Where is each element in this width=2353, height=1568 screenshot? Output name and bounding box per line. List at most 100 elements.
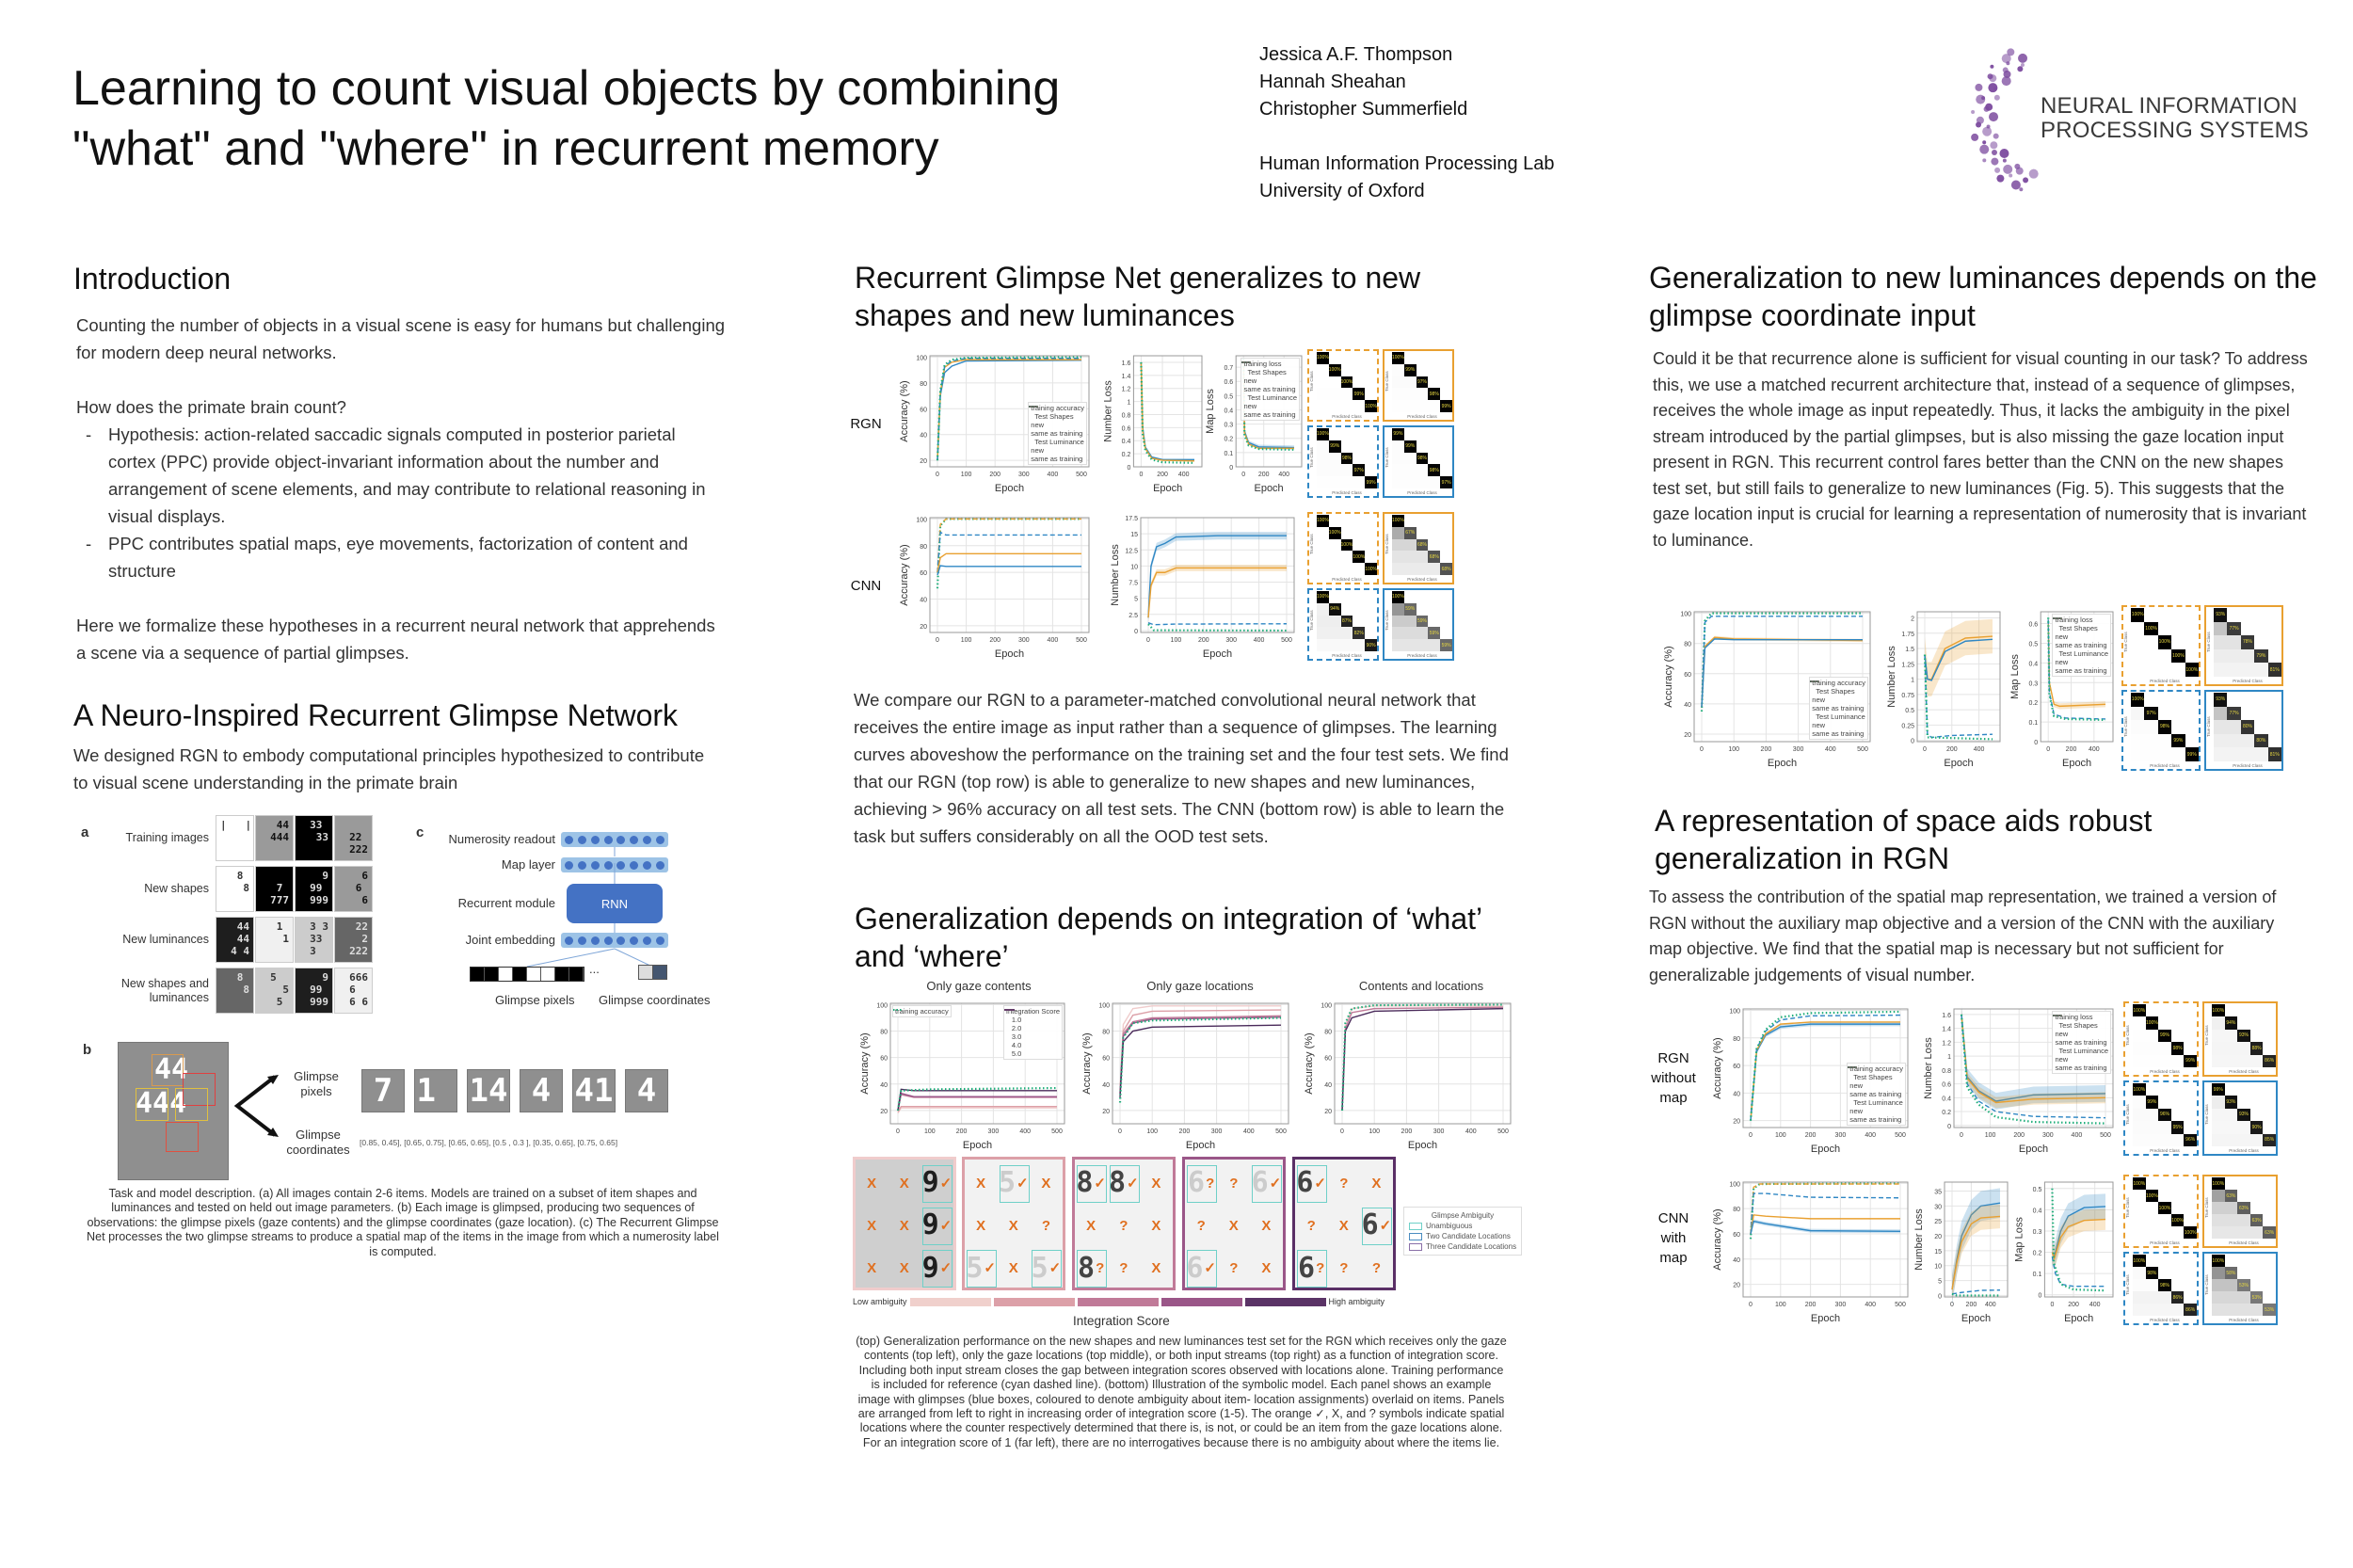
matrix-diagonal-cell: 100% [1317,352,1329,364]
matrix-cell [2254,621,2268,636]
matrix-diagonal-cell: 100% [2158,1202,2171,1214]
legend-label: Test Shapes [1853,1073,1893,1081]
ellipsis: ... [589,962,600,976]
x-axis-label: Epoch [2019,1144,2048,1155]
y-tick-label: 1.2 [1122,387,1131,393]
x-tick-label: 200 [2066,746,2077,753]
matrix-cell [1392,526,1404,539]
true-class-label: True Class [2125,1104,2130,1125]
matrix-cell [2158,1121,2171,1134]
matrix-cell [1440,615,1452,628]
logo-dot [1982,158,1987,163]
pixel-unit [471,968,485,981]
y-tick-label: 0.4 [2033,1208,2042,1214]
legend-entry: new [1241,361,1297,385]
matrix-cell [2227,733,2241,748]
layer-label-joint-embedding: Joint embedding [465,933,555,947]
matrix-cell [1403,591,1417,603]
x-tick-label: 0 [2050,1302,2054,1308]
legend-label: Test Shapes [1034,412,1074,421]
matrix-cell [1440,602,1452,616]
matrix-cell [2184,1202,2197,1214]
matrix-cell [1392,440,1404,453]
x-tick-label: 0 [1241,472,1245,478]
x-tick-label: 200 [1805,1302,1817,1308]
matrix-cell [2170,1004,2185,1017]
series-line [1147,622,1288,626]
title-line: "what" and "where" in recurrent memory [72,121,939,176]
predicted-class-label: Predicted Class [2150,1148,2180,1153]
matrix-diagonal-cell: 94% [1328,602,1341,616]
matrix-cell [1365,440,1377,453]
panel-cell: X [1218,1205,1250,1247]
logo-dot [1990,64,1994,69]
matrix-cell [2237,1291,2250,1304]
x-tick-label: 300 [1225,637,1237,644]
matrix-cell [1353,452,1366,465]
matrix-cell [2133,1133,2146,1146]
matrix-cell [1353,538,1366,552]
x-axis-label: Epoch [1811,1144,1840,1155]
matrix-cell [1353,639,1366,651]
not-item-mark: X [1008,1260,1018,1277]
matrix-cell [2145,1226,2159,1239]
item-digit: 6 [1251,1166,1269,1200]
matrix-cell [2249,1304,2264,1316]
matrix-cell [2170,1108,2185,1122]
logo-dot [1982,126,1993,136]
matrix-cell [1365,627,1377,640]
legend-entry: Test Shapes [1849,1073,1903,1081]
y-tick-label: 17.5 [1125,516,1138,522]
spatial-map-body: To assess the contribution of the spatia… [1649,888,2277,984]
predicted-class-label: Predicted Class [1407,490,1437,495]
y-tick-label: 0.2 [1942,1110,1951,1116]
example-scene-image: 44 444 [118,1042,229,1180]
item-digit: 6 [1188,1166,1206,1200]
ambiguous-mark: ? [1196,1217,1206,1234]
y-tick-label: 12.5 [1125,548,1138,554]
matrix-cell [2227,720,2241,734]
matrix-diagonal-cell: 100% [2212,1177,2225,1190]
matrix-cell [1392,639,1404,651]
matrix-cell [2212,1304,2225,1316]
panel-cell: X [1360,1162,1392,1205]
x-tick-label: 300 [1433,1128,1445,1135]
panel-cell: X [888,1162,920,1205]
matrix-cell [2158,1177,2171,1190]
matrix-cell [1328,639,1341,651]
legend-label: new [1243,376,1257,385]
not-item-mark: X [867,1260,877,1277]
x-tick-label: 500 [1281,637,1292,644]
x-tick-label: 100 [924,1128,936,1135]
matrix-cell [2263,1255,2276,1267]
item-check-mark: ✓ [939,1217,952,1234]
glimpse-box [166,1122,199,1152]
matrix-cell [2144,693,2158,707]
matrix-cell [1440,538,1452,552]
x-tick-label: 200 [1966,1302,1977,1308]
section-heading-rgn: A Neuro-Inspired Recurrent Glimpse Netwo… [73,698,679,732]
y-tick-label: 80 [1324,1030,1332,1036]
matrix-cell [2170,1267,2185,1279]
logo-dot [2002,67,2009,73]
x-tick-label: 400 [1825,746,1836,753]
legend-entry: same as training [2053,617,2108,675]
logo-dot [2020,63,2025,68]
x-tick-label: 200 [1805,1132,1817,1139]
matrix-cell [2212,1226,2225,1239]
example-image: 22 2 222 [334,917,373,963]
ambiguous-mark: ? [1229,1260,1239,1277]
series-line [1242,359,1295,451]
matrix-cell [2249,1279,2264,1291]
not-item-mark: X [1228,1217,1239,1234]
legend-swatch [1409,1242,1422,1251]
matrix-cell [2249,1190,2264,1202]
matrix-diagonal-cell: 77% [2227,706,2241,721]
y-tick-label: 100 [876,1002,888,1009]
matrix-cell [2224,1177,2238,1190]
logo-dot [1976,94,1986,104]
